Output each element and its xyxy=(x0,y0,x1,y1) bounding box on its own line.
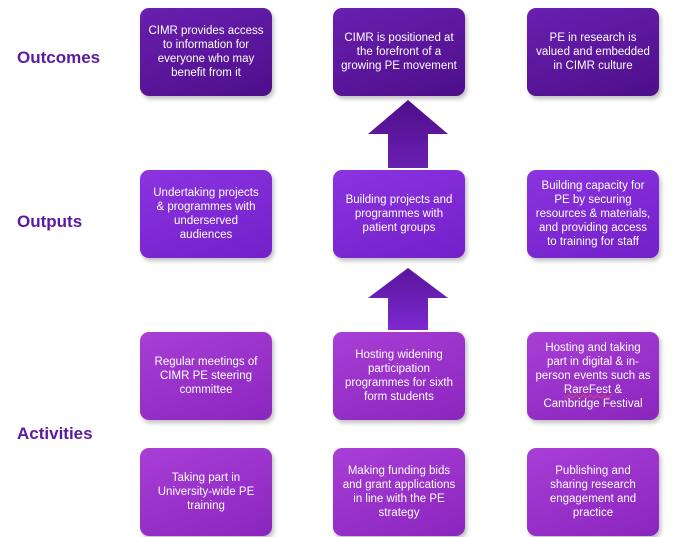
output-text: Building capacity for PE by securing res… xyxy=(535,180,651,248)
activities-label: Activities xyxy=(17,424,93,443)
up-arrow-icon xyxy=(368,268,448,330)
activity-box-events: Hosting and taking part in digital & in-… xyxy=(527,332,659,420)
events-text-before: Hosting and taking part in digital & in-… xyxy=(535,342,651,382)
activity-box-publishing: Publishing and sharing research engageme… xyxy=(527,448,659,536)
output-box-underserved: Undertaking projects & programmes with u… xyxy=(140,170,272,258)
activity-text: Regular meetings of CIMR PE steering com… xyxy=(154,356,258,396)
outcomes-label: Outcomes xyxy=(17,48,101,67)
activity-text: Taking part in University-wide PE traini… xyxy=(157,472,255,512)
rarefest-text: RareFest xyxy=(563,384,612,396)
up-arrow-icon xyxy=(368,100,448,168)
activity-text: Making funding bids and grant applicatio… xyxy=(342,465,456,519)
output-text: Undertaking projects & programmes with u… xyxy=(153,187,259,241)
outcome-text: PE in research is valued and embedded in… xyxy=(536,32,650,72)
activity-box-steering: Regular meetings of CIMR PE steering com… xyxy=(140,332,272,420)
outcome-box-access: CIMR provides access to information for … xyxy=(140,8,272,96)
outcome-box-culture: PE in research is valued and embedded in… xyxy=(527,8,659,96)
activity-text: Hosting and taking part in digital & in-… xyxy=(535,341,651,411)
activity-text: Hosting widening participation programme… xyxy=(344,349,453,403)
activity-box-training: Taking part in University-wide PE traini… xyxy=(140,448,272,536)
activity-text: Publishing and sharing research engageme… xyxy=(549,465,637,519)
outcome-box-forefront: CIMR is positioned at the forefront of a… xyxy=(333,8,465,96)
outcome-text: CIMR provides access to information for … xyxy=(148,25,264,79)
output-box-patient-groups: Building projects and programmes with pa… xyxy=(333,170,465,258)
activity-box-widening: Hosting widening participation programme… xyxy=(333,332,465,420)
outputs-label: Outputs xyxy=(17,212,83,231)
output-box-capacity: Building capacity for PE by securing res… xyxy=(527,170,659,258)
output-text: Building projects and programmes with pa… xyxy=(345,194,453,234)
events-text-after: & Cambridge Festival xyxy=(543,384,643,410)
outcome-text: CIMR is positioned at the forefront of a… xyxy=(341,32,457,72)
activity-box-funding: Making funding bids and grant applicatio… xyxy=(333,448,465,536)
